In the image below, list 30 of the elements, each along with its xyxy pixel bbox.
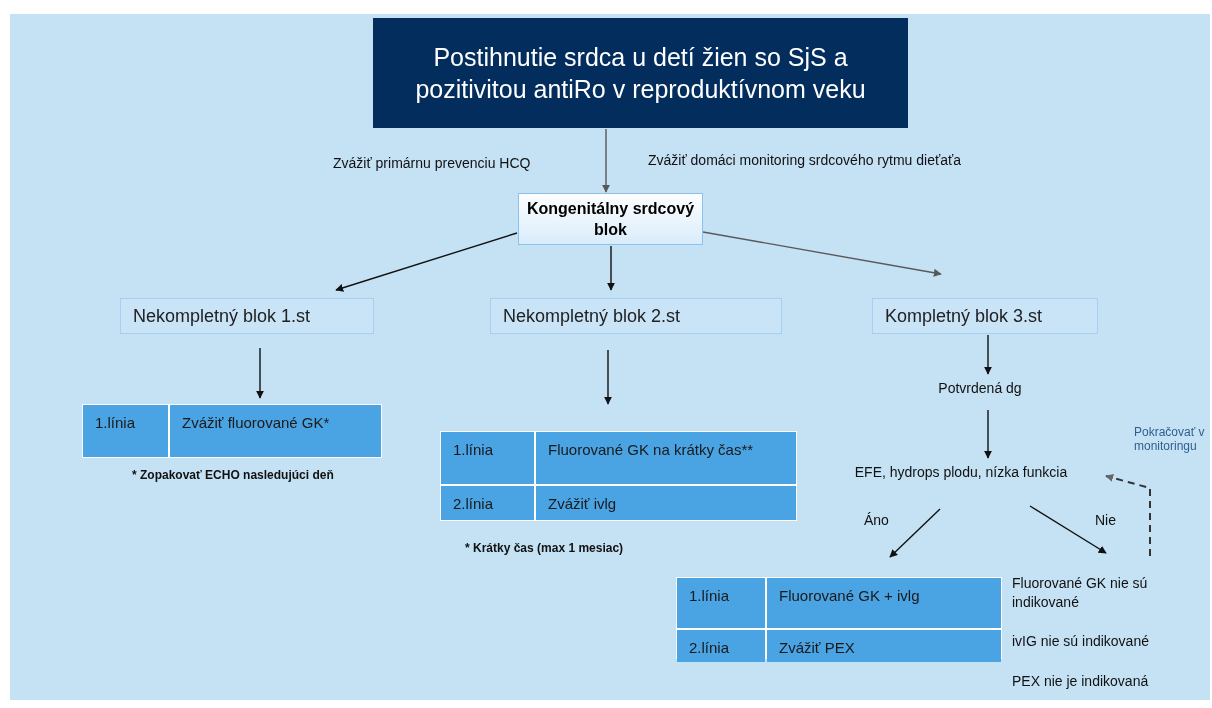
line-label: 2.línia (677, 630, 765, 662)
process-box: Nekompletný blok 1.st (120, 298, 374, 334)
treatment-text: Zvážiť ivlg (536, 486, 796, 520)
title-box: Postihnutie srdca u detí žien so SjS a pozitivitou antiRo v reproduktívnom veku (373, 18, 908, 128)
edge-label: Nie (1093, 512, 1118, 528)
line-label: 1.línia (441, 432, 534, 484)
treatment-text: Zvážiť fluorované GK* (170, 405, 381, 457)
treatment-table (82, 404, 382, 458)
edge-label: Áno (862, 512, 891, 528)
note-text: Zvážiť domáci monitoring srdcového rytmu dieťaťa (648, 152, 961, 168)
treatment-text: Zvážiť PEX (767, 630, 1001, 662)
line-label: 1.línia (83, 405, 168, 457)
process-box: Nekompletný blok 2.st (490, 298, 782, 334)
line-label: 2.línia (441, 486, 534, 520)
treatment-text: Fluorované GK na krátky čas** (536, 432, 796, 484)
edge-label: Pokračovať v monitoringu (1133, 425, 1206, 453)
note-text: Zvážiť primárnu prevenciu HCQ (333, 155, 531, 171)
result-text: PEX nie je indikovaná (1012, 672, 1150, 691)
treatment-table (440, 431, 797, 521)
treatment-table (676, 577, 1002, 659)
treatment-text: Fluorované GK + ivlg (767, 578, 1001, 628)
step-text: Potvrdená dg (920, 380, 1040, 400)
footnote: * Krátky čas (max 1 mesiac) (465, 541, 624, 555)
result-text: ivIG nie sú indikované (1012, 632, 1150, 651)
result-text: Fluorované GK nie sú indikované (1012, 574, 1149, 612)
line-label: 1.línia (677, 578, 765, 628)
decision-text: EFE, hydrops plodu, nízka funkcia (828, 464, 1094, 484)
process-box: Kompletný blok 3.st (872, 298, 1098, 334)
footnote: * Zopakovať ECHO nasledujúci deň (132, 468, 334, 482)
process-box: Kongenitálny srdcový blok (518, 193, 703, 245)
